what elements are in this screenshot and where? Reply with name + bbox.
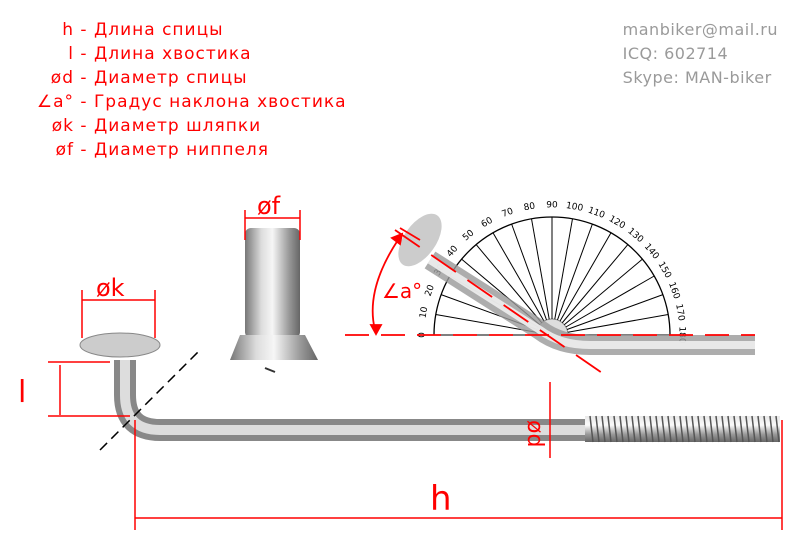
thread-line: [649, 415, 654, 443]
thread-line: [757, 415, 762, 443]
protractor-tick-label: 80: [523, 202, 536, 214]
bent-spoke: [398, 213, 755, 355]
dim-label-d: ød: [522, 420, 547, 447]
thread-line: [709, 415, 714, 443]
protractor-ray: [565, 275, 655, 328]
protractor-ray: [566, 294, 664, 330]
legend: h - Длина спицы l - Длина хвостика ød - …: [12, 18, 347, 162]
head-axis-line: [99, 349, 201, 451]
thread-line: [673, 415, 678, 443]
dim-label-f: øf: [257, 192, 281, 220]
legend-item: ød - Диаметр спицы: [12, 66, 347, 90]
protractor-tick-label: 110: [587, 206, 607, 221]
legend-text: - Длина хвостика: [80, 44, 252, 64]
thread-line: [703, 415, 708, 443]
thread-line: [727, 415, 732, 443]
protractor-ray: [554, 218, 573, 320]
thread-line: [589, 415, 594, 443]
thread-line: [685, 415, 690, 443]
protractor-tick-label: 50: [461, 228, 476, 243]
thread-line: [667, 415, 672, 443]
legend-item: øk - Диаметр шляпки: [12, 114, 347, 138]
protractor-ray: [557, 223, 593, 321]
angle-annotation: [345, 227, 755, 376]
contact-icq: ICQ: 602714: [622, 44, 729, 63]
legend-text: - Длина спицы: [80, 20, 224, 40]
protractor-tick-label: 20: [424, 283, 437, 297]
contact-skype: Skype: MAN-biker: [622, 68, 772, 87]
protractor-tick-label: 10: [419, 306, 431, 319]
contact-info: manbiker@mail.ru ICQ: 602714 Skype: MAN-…: [623, 18, 778, 90]
dim-label-k: øk: [96, 274, 125, 302]
thread-line: [661, 415, 666, 443]
legend-symbol: ∠a°: [36, 92, 74, 112]
legend-text: - Диаметр ниппеля: [80, 140, 270, 160]
protractor-ray: [567, 314, 669, 333]
thread-line: [655, 415, 660, 443]
thread-line: [751, 415, 756, 443]
legend-symbol: l: [68, 44, 74, 64]
legend-item: ∠a° - Градус наклона хвостика: [12, 90, 347, 114]
protractor-tick-label: 160: [666, 281, 681, 301]
protractor-ray: [435, 314, 537, 333]
protractor-tick-label: 140: [642, 242, 661, 262]
spoke-head: [79, 332, 161, 358]
thread-line: [631, 415, 636, 443]
protractor-tick-label: 170: [673, 303, 686, 322]
protractor-tick-label: 130: [625, 226, 645, 245]
protractor-ray: [531, 218, 550, 320]
protractor-tick-label: 90: [546, 201, 558, 211]
protractor-ray: [492, 232, 545, 322]
thread-line: [739, 415, 744, 443]
thread-line: [721, 415, 726, 443]
thread-line: [619, 415, 624, 443]
thread-line: [697, 415, 702, 443]
protractor-tick-label: 60: [480, 216, 495, 231]
thread-line: [637, 415, 642, 443]
spoke: [79, 332, 780, 443]
thread-line: [607, 415, 612, 443]
protractor-tick-label: 100: [565, 201, 584, 214]
legend-text: - Диаметр спицы: [80, 68, 248, 88]
legend-item: øf - Диаметр ниппеля: [12, 138, 347, 162]
thread-line: [715, 415, 720, 443]
protractor-tick-label: 150: [656, 260, 673, 280]
thread-line: [679, 415, 684, 443]
legend-item: l - Длина хвостика: [12, 42, 347, 66]
protractor-tick-label: 40: [445, 244, 460, 259]
legend-symbol: øf: [55, 140, 74, 160]
protractor-tick-label: 120: [607, 214, 627, 231]
thread-line: [769, 415, 774, 443]
thread-line: [745, 415, 750, 443]
legend-symbol: øk: [51, 116, 74, 136]
legend-text: - Диаметр шляпки: [80, 116, 262, 136]
thread-line: [601, 415, 606, 443]
legend-text: - Градус наклона хвостика: [80, 92, 347, 112]
protractor-ray: [475, 244, 543, 324]
thread-line: [595, 415, 600, 443]
thread-line: [691, 415, 696, 443]
thread-line: [613, 415, 618, 443]
thread-line: [625, 415, 630, 443]
legend-symbol: h: [62, 20, 74, 40]
legend-item: h - Длина спицы: [12, 18, 347, 42]
dim-label-h: h: [430, 479, 452, 519]
thread-line: [763, 415, 768, 443]
protractor-ray: [563, 258, 643, 326]
dimension-lines: [48, 210, 783, 530]
angle-label: ∠a°: [382, 279, 422, 303]
protractor-ray: [559, 232, 612, 322]
thread-line: [775, 415, 780, 443]
legend-symbol: ød: [50, 68, 74, 88]
protractor-tick-label: 70: [501, 207, 515, 220]
nipple: [230, 228, 318, 373]
protractor-ray: [511, 223, 547, 321]
thread-line: [733, 415, 738, 443]
contact-email: manbiker@mail.ru: [622, 20, 778, 39]
dim-label-l: l: [18, 375, 26, 410]
protractor-ray: [561, 244, 629, 324]
thread-line: [643, 415, 648, 443]
